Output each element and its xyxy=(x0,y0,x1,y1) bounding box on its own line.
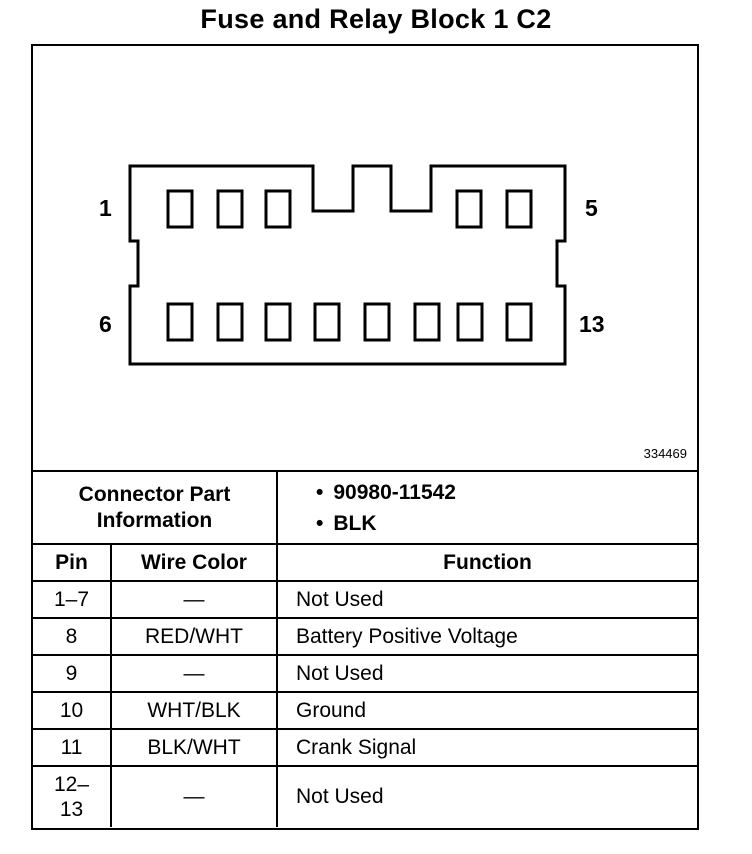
connector-color-line: • BLK xyxy=(316,508,691,539)
part-number: 90980-11542 xyxy=(333,480,456,504)
function-cell: Crank Signal xyxy=(276,728,697,767)
header-pin: Pin xyxy=(33,543,112,582)
bullet-icon: • xyxy=(316,511,324,535)
connector-drawing xyxy=(128,164,567,366)
page-title: Fuse and Relay Block 1 C2 xyxy=(200,4,552,34)
cavity-9 xyxy=(313,302,341,342)
connector-info-values: • 90980-11542 • BLK xyxy=(276,470,697,545)
wire-color-cell: — xyxy=(110,580,278,619)
cavity-6 xyxy=(166,302,194,342)
header-wire-color: Wire Color xyxy=(110,543,278,582)
cavity-1 xyxy=(166,189,194,229)
cavity-12 xyxy=(456,302,484,342)
header-function: Function xyxy=(276,543,697,582)
cavity-4 xyxy=(455,189,483,229)
table-row: 1–7 — Not Used xyxy=(33,580,697,619)
wire-color-cell: RED/WHT xyxy=(110,617,278,656)
cavity-7 xyxy=(216,302,244,342)
cavity-5 xyxy=(505,189,533,229)
pin-cell: 12– 13 xyxy=(33,765,112,827)
cavity-11 xyxy=(413,302,441,342)
pin-cell: 10 xyxy=(33,691,112,730)
function-cell: Battery Positive Voltage xyxy=(276,617,697,656)
cavity-13 xyxy=(505,302,533,342)
pin-label-6: 6 xyxy=(99,311,112,337)
wire-color-cell: WHT/BLK xyxy=(110,691,278,730)
connector-info-label: Connector Part Information xyxy=(33,470,278,545)
wire-color-cell: — xyxy=(110,654,278,693)
pin-cell: 9 xyxy=(33,654,112,693)
function-cell: Not Used xyxy=(276,654,697,693)
table-row: 12– 13 — Not Used xyxy=(33,765,697,827)
pin-cell: 8 xyxy=(33,617,112,656)
wire-color-cell: BLK/WHT xyxy=(110,728,278,767)
pinout-table: Connector Part Information • 90980-11542 … xyxy=(33,470,697,827)
connector-info-label-line1: Connector Part xyxy=(78,482,231,506)
pin-cell: 1–7 xyxy=(33,580,112,619)
connector-info-row: Connector Part Information • 90980-11542 … xyxy=(33,470,697,545)
cavity-10 xyxy=(363,302,391,342)
pin-cell-line1: 12– xyxy=(53,773,90,796)
connector-outline xyxy=(128,164,567,366)
connector-info-label-line2: Information xyxy=(96,508,213,532)
pin-label-13: 13 xyxy=(579,311,605,337)
function-cell: Not Used xyxy=(276,765,697,827)
pin-label-5: 5 xyxy=(585,195,598,221)
part-number-line: • 90980-11542 xyxy=(316,477,691,508)
pin-cell-line2: 13 xyxy=(59,798,84,821)
wire-color-cell: — xyxy=(110,765,278,827)
drawing-number: 334469 xyxy=(643,446,687,461)
cavity-2 xyxy=(216,189,244,229)
pin-label-1: 1 xyxy=(99,195,112,221)
function-cell: Ground xyxy=(276,691,697,730)
function-cell: Not Used xyxy=(276,580,697,619)
table-row: 8 RED/WHT Battery Positive Voltage xyxy=(33,617,697,656)
pin-cell: 11 xyxy=(33,728,112,767)
bullet-icon: • xyxy=(316,480,324,504)
table-header-row: Pin Wire Color Function xyxy=(33,543,697,582)
connector-diagram: 1 5 6 13 334469 xyxy=(33,46,697,470)
cavity-3 xyxy=(264,189,292,229)
table-row: 9 — Not Used xyxy=(33,654,697,693)
connector-sheet: 1 5 6 13 334469 Connector Part Informati… xyxy=(31,44,699,830)
cavity-8 xyxy=(264,302,292,342)
table-row: 11 BLK/WHT Crank Signal xyxy=(33,728,697,767)
connector-color: BLK xyxy=(333,511,377,535)
table-row: 10 WHT/BLK Ground xyxy=(33,691,697,730)
